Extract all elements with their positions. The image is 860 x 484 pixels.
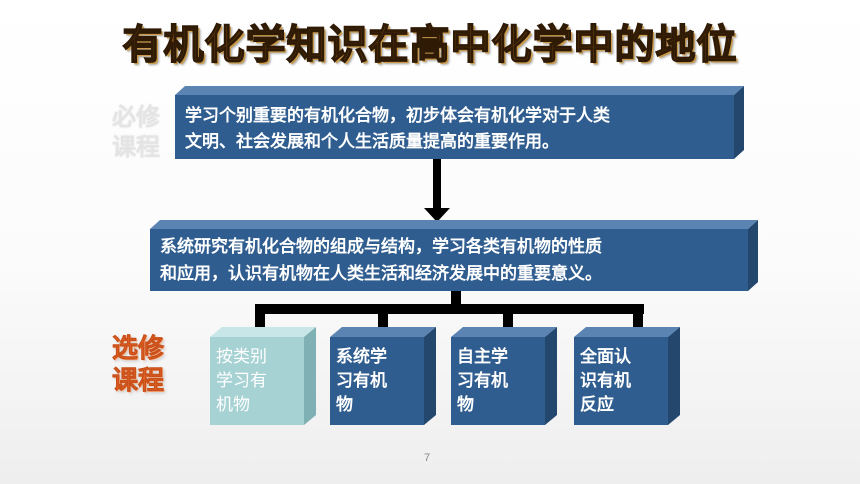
- bracket-leg-1: [255, 304, 265, 328]
- elective-course-label-line1: 选修: [112, 334, 165, 365]
- middle-box-side-face: [748, 220, 758, 291]
- bracket-bar: [255, 304, 644, 314]
- required-course-text-line2: 文明、社会发展和个人生活质量提高的重要作用。: [185, 132, 559, 152]
- elective-box-4-line1: 全面认: [580, 347, 631, 367]
- elective-box-4-side-face: [668, 327, 680, 425]
- elective-box-1-side-face: [304, 327, 316, 425]
- required-course-label-line1: 必修: [112, 103, 160, 131]
- elective-box-3-side-face: [545, 327, 557, 425]
- elective-box-4-front-face: [574, 337, 668, 425]
- down-arrow-head: [424, 208, 450, 222]
- elective-course-label-line2: 课程: [112, 366, 165, 397]
- elective-box-2-line1: 系统学: [336, 347, 387, 367]
- elective-box-2-top-face: [330, 327, 436, 337]
- elective-box-4-top-face: [574, 327, 680, 337]
- bracket-stem: [451, 291, 461, 308]
- elective-box-3-top-face: [451, 327, 557, 337]
- required-box-front-face: [175, 95, 734, 159]
- elective-box-1-top-face: [210, 327, 316, 337]
- elective-box-2-line2: 习有机: [336, 371, 387, 391]
- elective-box-2-side-face: [424, 327, 436, 425]
- bracket-leg-2: [378, 304, 388, 328]
- middle-box-text-line2: 和应用，认识有机物在人类生活和经济发展中的重要意义。: [160, 264, 602, 284]
- elective-box-1-front-face: [210, 337, 304, 425]
- required-course-box: 学习个别重要的有机化合物，初步体会有机化学对于人类 文明、社会发展和个人生活质量…: [175, 95, 734, 159]
- page-number: 7: [424, 452, 431, 464]
- elective-box-3-line2: 习有机: [457, 371, 508, 391]
- middle-box-top-face: [150, 220, 758, 229]
- elective-box-3: 自主学 习有机 物: [451, 337, 545, 425]
- elective-box-4-line3: 反应: [580, 395, 614, 415]
- required-course-text-line1: 学习个别重要的有机化合物，初步体会有机化学对于人类: [185, 106, 610, 126]
- elective-course-label: 选修 课程: [112, 333, 165, 397]
- elective-box-4-line2: 识有机: [580, 371, 631, 391]
- middle-box: 系统研究有机化合物的组成与结构，学习各类有机物的性质 和应用，认识有机物在人类生…: [150, 229, 748, 291]
- elective-box-2-front-face: [330, 337, 424, 425]
- middle-box-front-face: [150, 229, 748, 291]
- required-course-label: 必修 课程: [112, 102, 160, 162]
- required-course-label-line2: 课程: [112, 133, 160, 161]
- elective-box-1-line1: 按类别: [216, 347, 267, 367]
- middle-box-text-line1: 系统研究有机化合物的组成与结构，学习各类有机物的性质: [160, 237, 602, 257]
- required-box-top-face: [175, 86, 744, 95]
- elective-box-1-line2: 学习有: [216, 371, 267, 391]
- elective-box-1-line3: 机物: [216, 395, 250, 415]
- required-box-side-face: [734, 86, 744, 159]
- slide-title: 有机化学知识在高中化学中的地位: [122, 20, 738, 69]
- elective-box-1: 按类别 学习有 机物: [210, 337, 304, 425]
- elective-box-2-line3: 物: [336, 395, 353, 415]
- elective-box-3-line3: 物: [457, 395, 474, 415]
- elective-box-2: 系统学 习有机 物: [330, 337, 424, 425]
- down-arrow-shaft: [433, 159, 441, 211]
- elective-box-3-line1: 自主学: [457, 347, 508, 367]
- bracket-leg-4: [633, 304, 643, 328]
- elective-box-4: 全面认 识有机 反应: [574, 337, 668, 425]
- elective-box-3-front-face: [451, 337, 545, 425]
- bracket-leg-3: [503, 304, 513, 328]
